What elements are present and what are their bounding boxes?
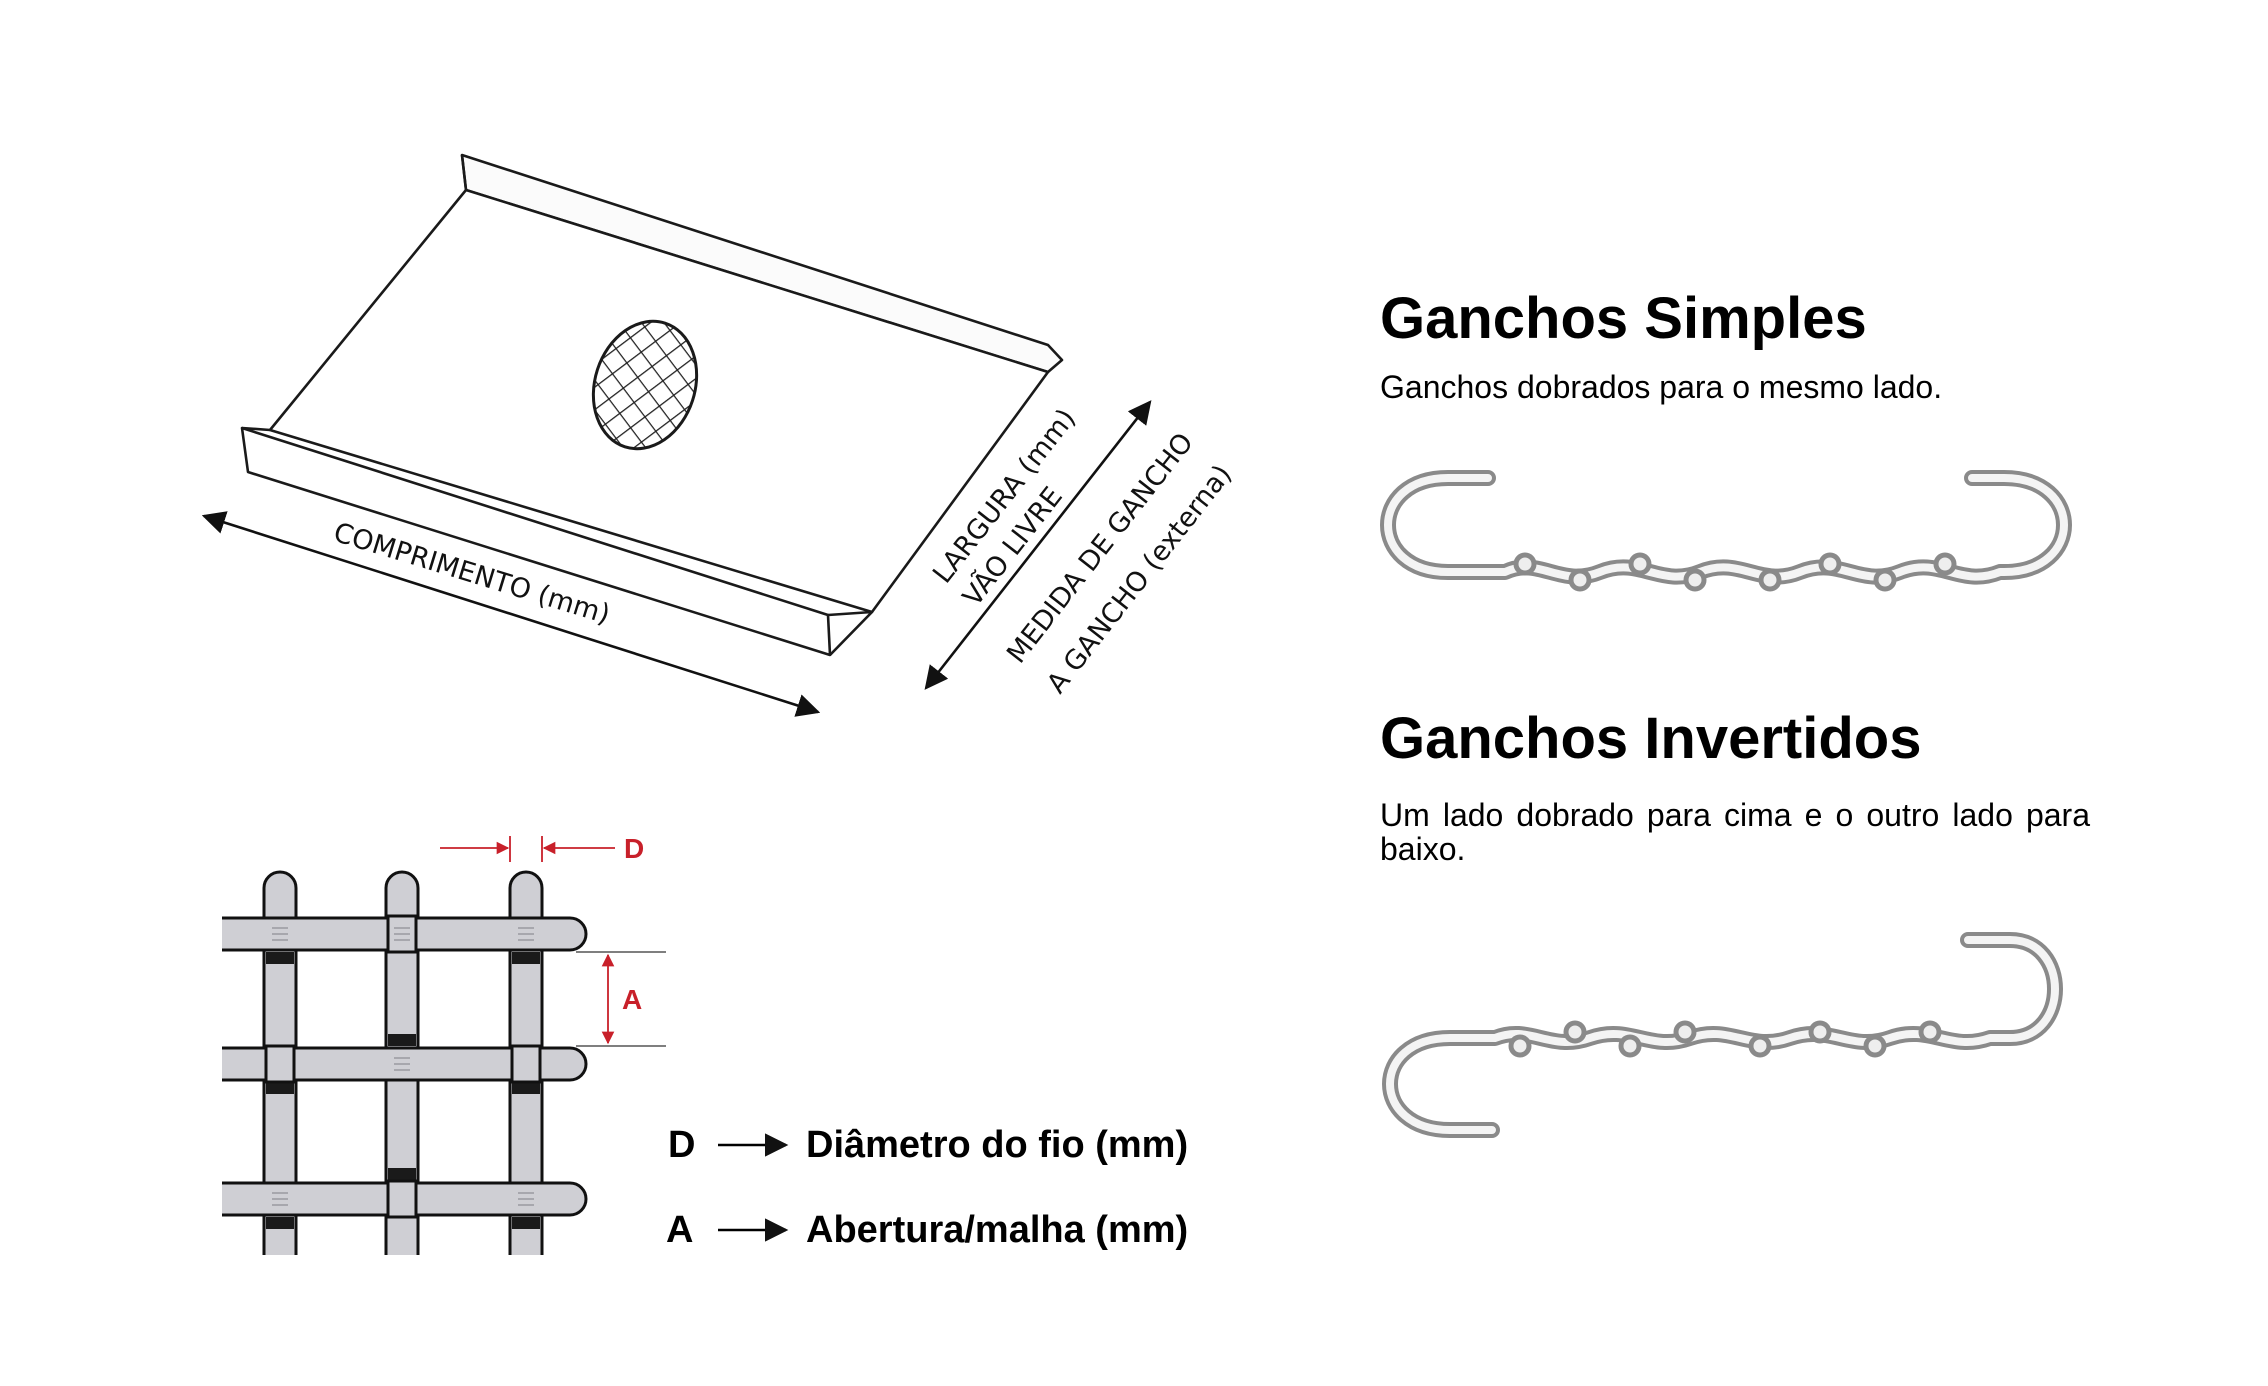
aperture-dimension xyxy=(576,951,666,1047)
legend-text-aperture: Abertura/malha (mm) xyxy=(806,1209,1188,1251)
legend-key-d: D xyxy=(668,1124,695,1166)
woven-mesh-drawing xyxy=(222,870,588,1255)
inverted-hooks-description: Um lado dobrado para cima e o outro lado… xyxy=(1380,797,2090,867)
legend-text-diameter: Diâmetro do fio (mm) xyxy=(806,1124,1188,1166)
simple-hook-illustration xyxy=(1380,470,2072,592)
length-dimension-arrow xyxy=(201,511,821,717)
inverted-hooks-section: Ganchos Invertidos Um lado dobrado para … xyxy=(1380,706,2090,867)
simple-hooks-section: Ganchos Simples Ganchos dobrados para o … xyxy=(1380,286,2090,405)
inverted-hook-illustration xyxy=(1382,932,2063,1138)
hook-dimension-arrow xyxy=(924,400,1152,690)
diameter-dimension xyxy=(440,836,615,862)
screen-mesh-detail xyxy=(591,319,699,451)
legend-key-a: A xyxy=(666,1209,693,1251)
simple-hooks-description: Ganchos dobrados para o mesmo lado. xyxy=(1380,369,1943,405)
diameter-marker-label: D xyxy=(624,833,644,864)
inverted-hooks-title: Ganchos Invertidos xyxy=(1380,706,1922,771)
aperture-marker-label: A xyxy=(622,984,642,1015)
legend: D Diâmetro do fio (mm) A Abertura/malha … xyxy=(666,1124,1188,1251)
simple-hooks-title: Ganchos Simples xyxy=(1380,286,1867,351)
